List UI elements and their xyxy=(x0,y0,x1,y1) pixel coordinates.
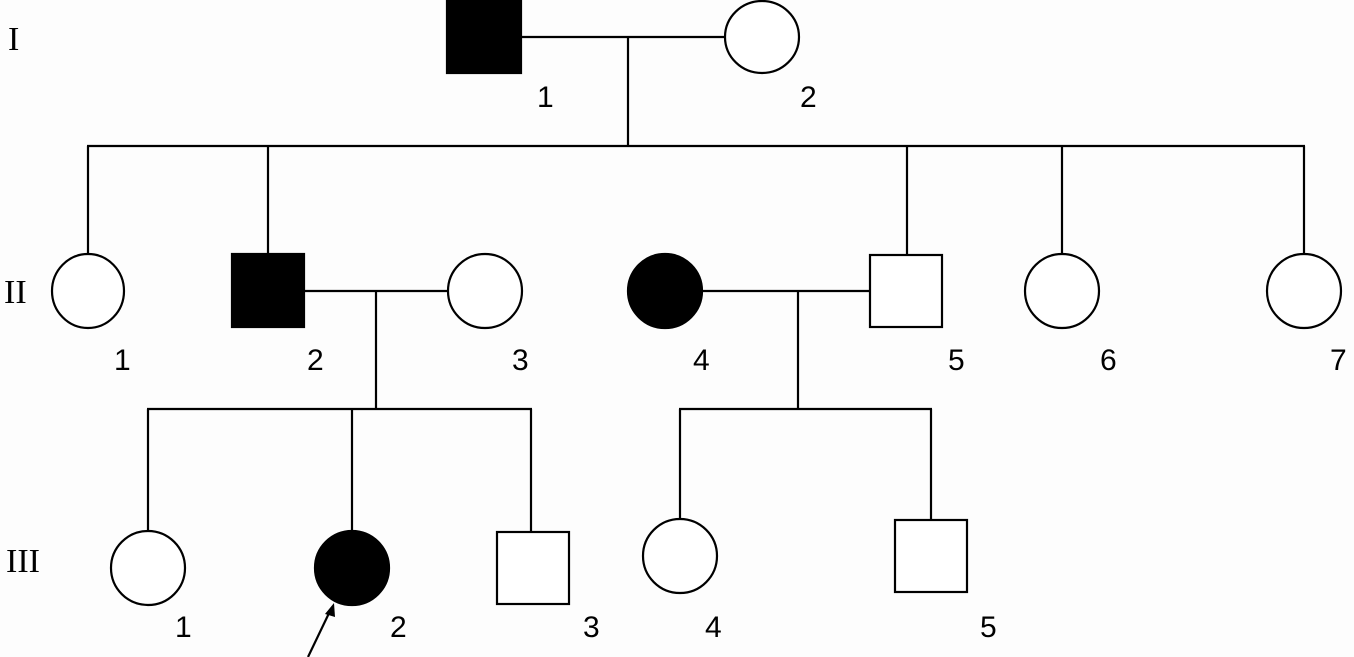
individual-II-3-female xyxy=(446,252,524,330)
individual-number: 6 xyxy=(1100,344,1117,377)
individual-number: 4 xyxy=(693,344,710,377)
generation-label-I: I xyxy=(8,21,19,58)
individual-III-5-male xyxy=(893,518,969,594)
generation-label-II: II xyxy=(4,274,27,311)
individual-III-1-female xyxy=(109,529,187,607)
individual-number: 5 xyxy=(980,611,997,644)
individual-number: 1 xyxy=(175,611,192,644)
individual-I-1-affected-male xyxy=(445,0,523,75)
individual-number: 2 xyxy=(390,611,407,644)
connecting-lines xyxy=(86,35,1306,531)
individual-number: 2 xyxy=(800,81,817,114)
individual-III-3-male xyxy=(495,530,571,606)
individual-II-6-female xyxy=(1023,252,1101,330)
individual-III-4-female xyxy=(641,517,719,595)
individual-number: 3 xyxy=(583,611,600,644)
individual-II-2-affected-male xyxy=(230,252,306,329)
individual-number: 1 xyxy=(114,344,131,377)
generation-label-III: III xyxy=(6,543,40,580)
individual-number: 5 xyxy=(948,344,965,377)
individual-number: 7 xyxy=(1330,344,1347,377)
individual-number: 1 xyxy=(537,81,554,114)
individual-II-5-male xyxy=(868,253,944,329)
individual-number: 4 xyxy=(705,611,722,644)
individual-II-1-female xyxy=(50,252,126,330)
individual-III-2-affected-female-proband xyxy=(313,529,391,607)
individual-II-7-female xyxy=(1265,252,1343,330)
individual-II-4-affected-female xyxy=(626,252,704,330)
individual-number: 2 xyxy=(307,344,324,377)
proband-arrow-icon xyxy=(307,603,335,657)
individual-number: 3 xyxy=(512,344,529,377)
individual-I-2-female xyxy=(723,0,801,75)
